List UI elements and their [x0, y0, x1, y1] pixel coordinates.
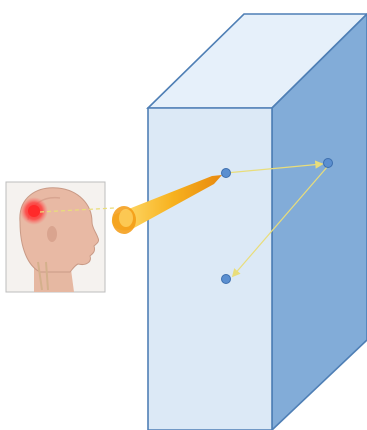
exit-point [222, 275, 231, 284]
tissue-block [148, 14, 367, 430]
block-front-face [148, 108, 272, 430]
back-point [324, 159, 333, 168]
head-thumbnail [6, 182, 105, 292]
entry-point [222, 169, 231, 178]
